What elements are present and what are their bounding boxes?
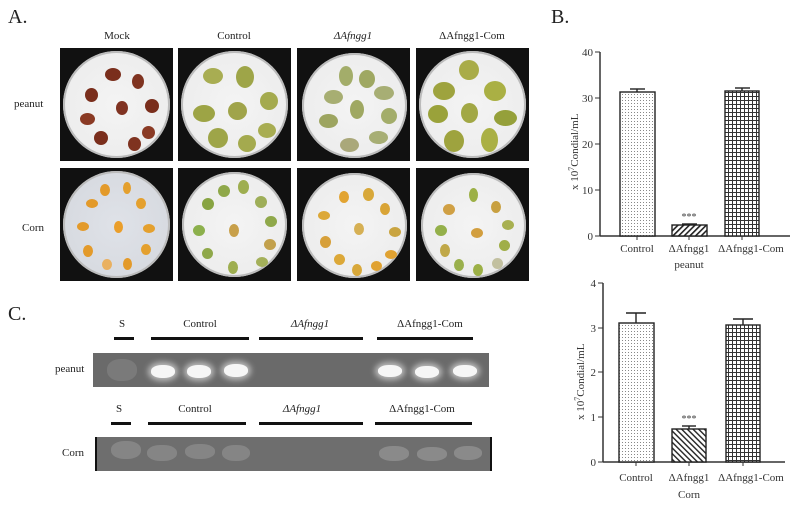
photo-corn-control — [178, 168, 291, 281]
gel-corn-lane-control: Control — [178, 403, 212, 415]
svg-text:20: 20 — [582, 139, 594, 151]
row-label-corn: Corn — [22, 222, 44, 234]
gel-peanut — [93, 353, 489, 387]
svg-text:Control: Control — [619, 472, 653, 484]
chart-peanut: 40 30 20 10 0 x 107Condial/mL *** Contro… — [567, 47, 790, 271]
col-label-mutant: ΔAfngg1 — [333, 30, 373, 42]
svg-text:ΔAfngg1-Com: ΔAfngg1-Com — [718, 243, 784, 255]
svg-text:0: 0 — [591, 457, 597, 469]
svg-text:10: 10 — [582, 185, 594, 197]
gel-row-label-corn: Corn — [62, 447, 84, 459]
svg-text:1: 1 — [591, 412, 597, 424]
gel-row-label-peanut: peanut — [55, 363, 85, 375]
col-label-mock: Mock — [104, 30, 130, 42]
svg-text:40: 40 — [582, 47, 594, 59]
svg-text:Control: Control — [620, 243, 654, 255]
gel-corn — [95, 437, 492, 471]
photo-peanut-mutant — [297, 48, 410, 161]
col-label-control: Control — [217, 30, 251, 42]
gel-peanut-lane-control: Control — [183, 318, 217, 330]
svg-text:peanut: peanut — [674, 259, 703, 271]
svg-text:***: *** — [682, 414, 697, 425]
svg-text:x 107Condial/mL: x 107Condial/mL — [567, 113, 581, 190]
gel-peanut-lane-s: S — [118, 318, 126, 330]
photo-corn-mock — [60, 168, 173, 281]
photo-peanut-mock — [60, 48, 173, 161]
svg-text:***: *** — [682, 212, 697, 223]
panel-c-letter: C. — [8, 303, 27, 325]
photo-corn-complement — [416, 168, 529, 281]
gel-peanut-lane-mutant: ΔAfngg1 — [290, 318, 330, 330]
gel-corn-lane-s: S — [115, 403, 123, 415]
panel-b-letter: B. — [551, 6, 570, 28]
svg-text:Corn: Corn — [678, 489, 701, 501]
photo-corn-mutant — [297, 168, 410, 281]
svg-text:ΔAfngg1: ΔAfngg1 — [669, 243, 710, 255]
svg-text:x 107Condial/mL: x 107Condial/mL — [573, 343, 587, 420]
bar-charts: 40 30 20 10 0 x 107Condial/mL *** Contro… — [567, 47, 790, 501]
chart-corn: 4 3 2 1 0 x 107Condial/mL *** Control ΔA… — [573, 278, 785, 501]
svg-text:2: 2 — [591, 367, 597, 379]
gel-corn-lane-complement: ΔAfngg1-Com — [389, 403, 455, 415]
row-label-peanut: peanut — [14, 98, 44, 110]
photo-peanut-complement — [416, 48, 529, 161]
svg-text:0: 0 — [588, 231, 594, 243]
svg-text:ΔAfngg1: ΔAfngg1 — [669, 472, 710, 484]
svg-text:3: 3 — [591, 323, 597, 335]
svg-text:ΔAfngg1-Com: ΔAfngg1-Com — [718, 472, 784, 484]
gel-corn-lane-mutant: ΔAfngg1 — [282, 403, 322, 415]
photo-peanut-control — [178, 48, 291, 161]
col-label-complement: ΔAfngg1-Com — [439, 30, 505, 42]
svg-text:4: 4 — [591, 278, 597, 290]
panel-a-letter: A. — [8, 6, 28, 28]
svg-text:30: 30 — [582, 93, 594, 105]
gel-peanut-lane-complement: ΔAfngg1-Com — [397, 318, 463, 330]
